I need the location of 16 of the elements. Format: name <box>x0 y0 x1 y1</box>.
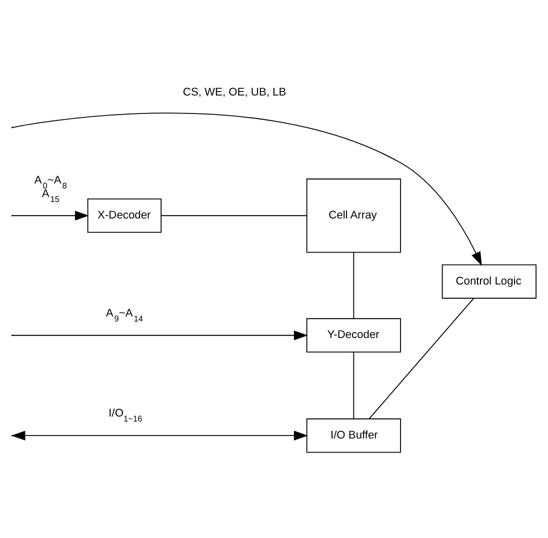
edge-label: I/O$_{1~16}$ <box>108 408 142 424</box>
arrow <box>12 330 308 340</box>
edge-label: A$_{0}$~A$_{8}$ A$_{15}$ <box>34 174 67 204</box>
arrow <box>12 210 89 221</box>
connector <box>160 215 308 216</box>
arrow <box>12 112 482 266</box>
node-box: X-Decoder <box>87 198 162 233</box>
edge-label: A$_{9}$~A$_{14}$ <box>106 307 144 324</box>
node-box: I/O Buffer <box>306 418 402 453</box>
node-box: Cell Array <box>306 178 402 253</box>
edge-label: CS, WE, OE, UB, LB <box>182 86 286 99</box>
node-box: Control Logic <box>442 264 536 299</box>
node-box: Y-Decoder <box>306 318 402 353</box>
connector <box>353 252 354 319</box>
connector <box>368 298 474 420</box>
connector <box>353 352 354 420</box>
